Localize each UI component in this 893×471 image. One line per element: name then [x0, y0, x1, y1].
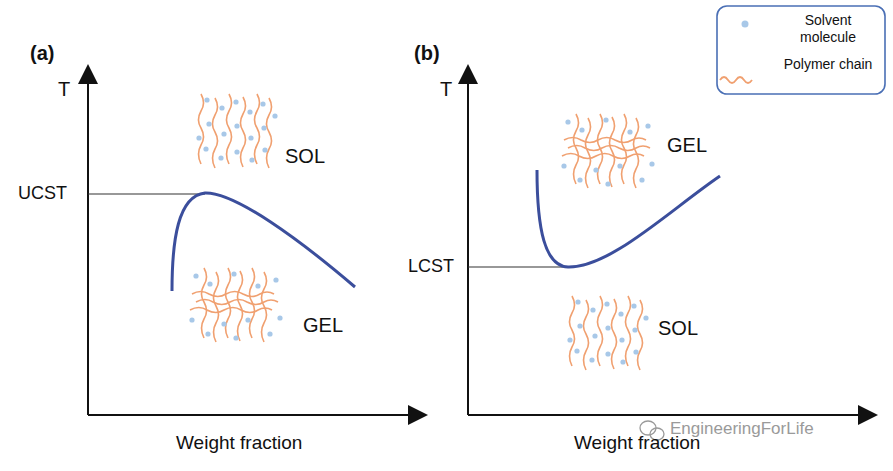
- axis-label: T: [58, 78, 70, 100]
- x-axis: [88, 414, 418, 416]
- lcst-guide-line: [468, 266, 568, 267]
- sol-illustration: [196, 94, 277, 168]
- temperature-label: LCST: [408, 257, 454, 277]
- ucst-guide-line: [88, 193, 205, 194]
- panel-label: (b): [414, 42, 440, 64]
- gel-illustration: [189, 268, 282, 342]
- y-axis: [467, 74, 469, 415]
- phase-label: GEL: [667, 134, 707, 156]
- phase-label: GEL: [303, 314, 343, 336]
- legend-text: Polymer chain: [780, 56, 876, 73]
- ucst-curve: [172, 193, 355, 291]
- panel-label: (a): [30, 42, 54, 64]
- legend-text: Solvent molecule: [780, 12, 876, 46]
- axis-label: Weight fraction: [176, 433, 302, 454]
- temperature-label: UCST: [18, 184, 67, 204]
- phase-label: SOL: [285, 145, 325, 167]
- phase-label: SOL: [658, 317, 698, 339]
- sol-illustration: [567, 296, 648, 370]
- polymer-sample: [718, 70, 758, 90]
- x-axis: [468, 414, 868, 416]
- lcst-curve: [537, 170, 720, 267]
- legend-frame: [717, 6, 885, 94]
- solvent-sample: [735, 14, 775, 34]
- y-axis: [87, 74, 89, 415]
- gel-illustration: [561, 114, 654, 188]
- watermark: EngineeringForLife: [670, 420, 814, 439]
- axis-label: T: [440, 78, 452, 100]
